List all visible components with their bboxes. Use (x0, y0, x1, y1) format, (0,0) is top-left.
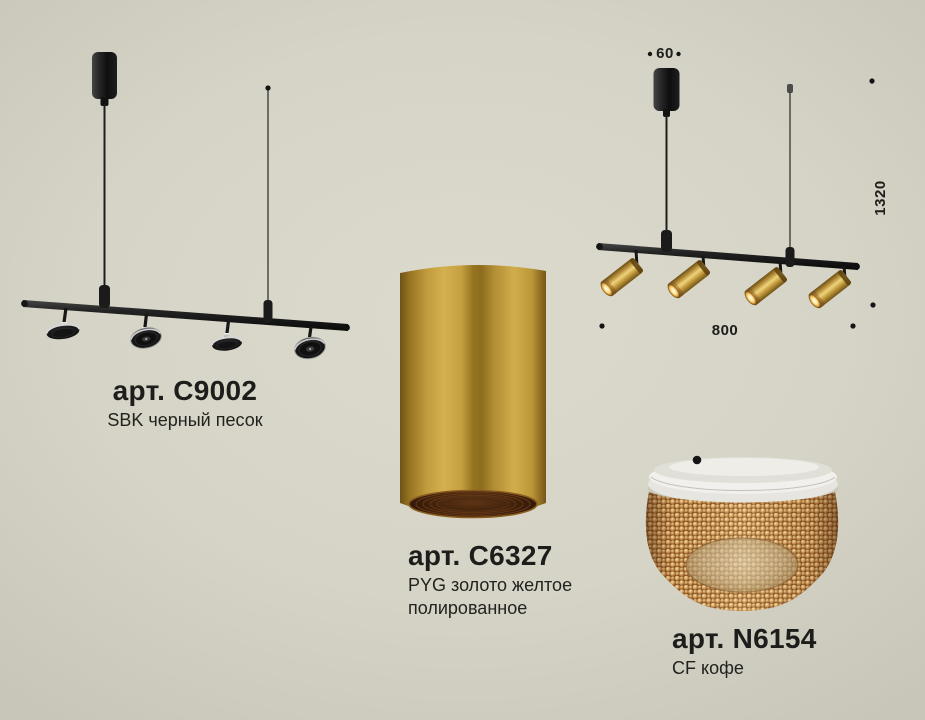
gold-cylinder-c6327 (400, 264, 546, 519)
dimension-dot (870, 302, 876, 308)
dimension-label-drop-height: 1320 (872, 180, 889, 216)
dimension-label-bar-length: 800 (711, 322, 739, 339)
wire-connector (263, 300, 273, 323)
cable-connector (99, 285, 110, 308)
pendant-fixture-gold (596, 51, 876, 329)
dimension-dot (850, 323, 856, 329)
dimension-dot (676, 51, 681, 57)
disc-spotlight (45, 323, 81, 340)
gold-spotlight (600, 258, 643, 297)
gold-spotlight (744, 267, 787, 306)
wire-connector (785, 247, 795, 267)
dimension-dot (869, 78, 875, 84)
product-label-c6327: арт. C6327 PYG золото желтое полированно… (408, 541, 648, 620)
finish-description: PYG золото желтое (408, 575, 573, 595)
finish-description: CF кофе (672, 658, 744, 678)
disc-spotlight (211, 336, 243, 351)
wire-tip (265, 85, 271, 91)
dimension-label-canopy-width: 60 (656, 45, 674, 62)
ceiling-lamp-n6154 (645, 455, 839, 611)
pendant-fixture-c9002 (21, 52, 350, 360)
dimension-dot (647, 51, 653, 57)
article-number: арт. N6154 (672, 623, 817, 654)
mount-knob (692, 455, 702, 465)
threaded-opening (409, 490, 537, 518)
product-label-c9002: арт. C9002 SBK черный песок (50, 376, 320, 432)
finish-description: полированное (408, 598, 528, 618)
finish-description: SBK черный песок (107, 410, 263, 430)
disc-spotlight (294, 336, 326, 360)
canopy-black (653, 68, 680, 111)
article-number: арт. C9002 (112, 375, 258, 406)
article-number: арт. C6327 (408, 540, 553, 571)
cable-connector (661, 230, 672, 252)
gold-spotlight (808, 270, 851, 309)
wire-tip (787, 84, 793, 93)
disc-spotlight (130, 327, 162, 349)
canopy-black (92, 52, 117, 99)
gold-spotlight (667, 260, 710, 299)
dimension-dot (599, 323, 605, 329)
product-label-n6154: арт. N6154 CF кофе (672, 624, 892, 680)
